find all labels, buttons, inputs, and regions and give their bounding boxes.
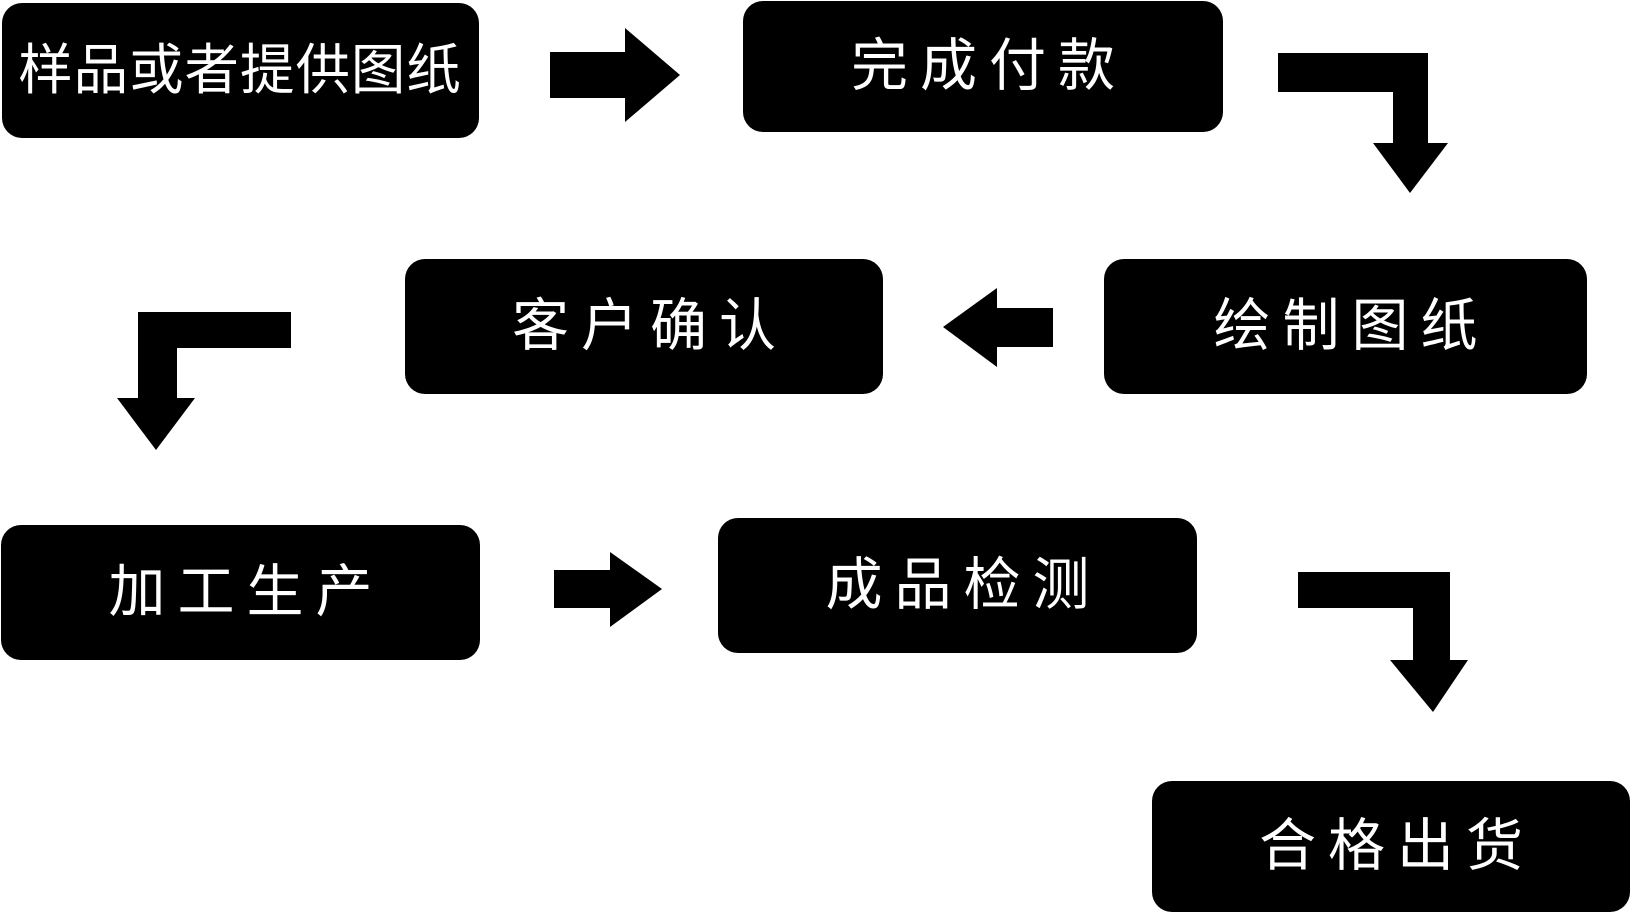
arrow-elbow-down-right-icon xyxy=(1298,572,1468,712)
flow-node-label: 成品检测 xyxy=(825,552,1102,618)
flow-node-label: 绘制图纸 xyxy=(1213,293,1490,359)
arrow-elbow-down-left-icon xyxy=(117,312,291,450)
flow-node-label: 完成付款 xyxy=(851,33,1127,99)
flow-node-label: 客户确认 xyxy=(512,293,788,359)
arrow-left-icon xyxy=(943,288,1053,367)
flow-node-label: 样品或者提供图纸 xyxy=(18,38,463,102)
flow-node-label: 加工生产 xyxy=(108,559,385,625)
arrow-right-icon xyxy=(554,552,662,627)
flow-node-production: 加工生产 xyxy=(1,525,480,660)
flow-node-payment: 完成付款 xyxy=(743,1,1223,132)
flow-node-shipment: 合格出货 xyxy=(1152,781,1630,912)
flow-node-draw-drawing: 绘制图纸 xyxy=(1104,259,1587,394)
flow-node-sample-or-drawing: 样品或者提供图纸 xyxy=(2,3,479,138)
flow-node-customer-confirm: 客户确认 xyxy=(405,259,883,394)
arrow-elbow-down-right-icon xyxy=(1278,53,1448,193)
flow-node-inspection: 成品检测 xyxy=(718,518,1197,653)
arrow-right-icon xyxy=(550,28,680,122)
flow-node-label: 合格出货 xyxy=(1259,813,1535,879)
